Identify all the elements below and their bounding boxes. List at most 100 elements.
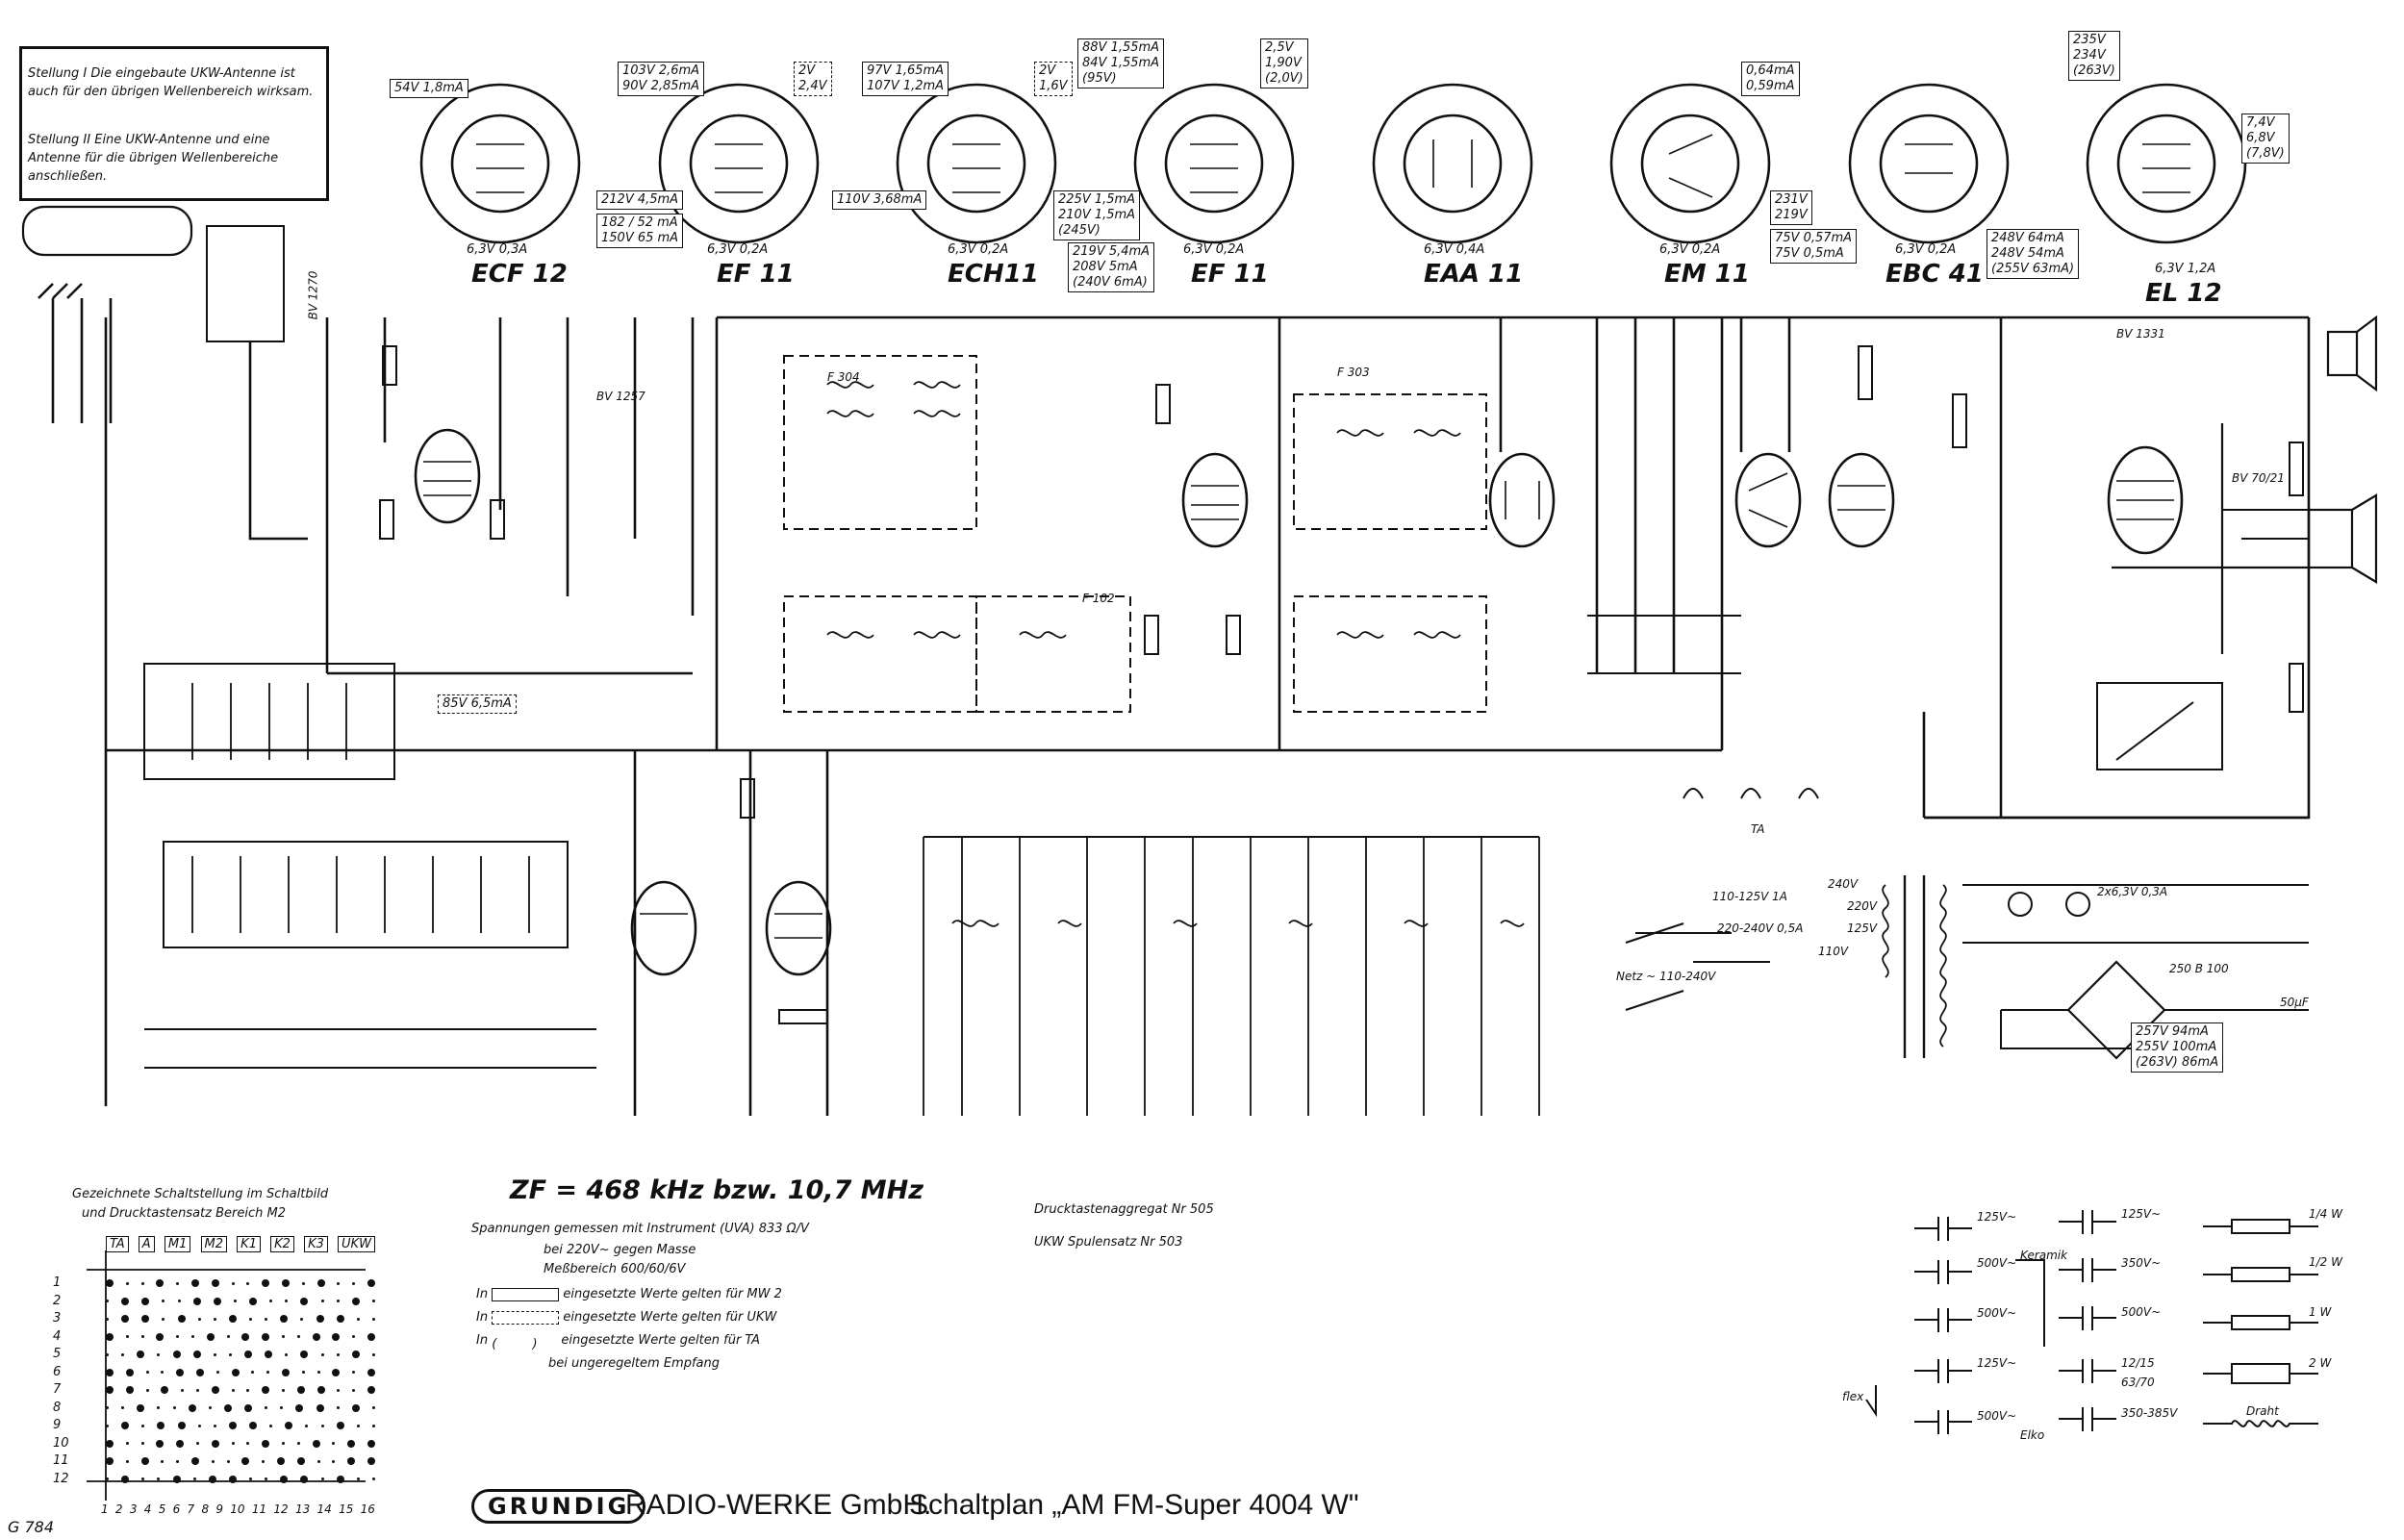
switch-contact-dot bbox=[281, 1442, 285, 1446]
switch-contact-dot bbox=[367, 1368, 375, 1376]
switch-contact-dot bbox=[231, 1368, 240, 1376]
key-cap-125v-1: 125V~ bbox=[1977, 1210, 2017, 1224]
switch-bottom-number: 7 bbox=[187, 1502, 195, 1516]
switch-contact-dot bbox=[296, 1457, 305, 1466]
switch-row-number: 10 bbox=[53, 1435, 69, 1451]
switch-contact-dot bbox=[211, 1279, 219, 1288]
switch-contact-dot bbox=[156, 1279, 164, 1288]
tube-ecf12-lower-symbol bbox=[630, 880, 697, 976]
switch-contact-dot bbox=[352, 1371, 356, 1375]
switch-contact-dot bbox=[336, 1300, 340, 1303]
switch-contact-dot bbox=[280, 1475, 289, 1483]
tube-eaa11-symbol bbox=[1488, 452, 1556, 548]
switch-contact-dot bbox=[347, 1457, 356, 1466]
switch-row-number: 7 bbox=[53, 1382, 62, 1397]
tube-socket-ef11-1 bbox=[658, 83, 820, 244]
switch-column-header: A bbox=[138, 1236, 155, 1252]
tube-socket-em11 bbox=[1609, 83, 1771, 244]
switch-contact-dot bbox=[300, 1317, 304, 1321]
switch-contact-dot bbox=[106, 1317, 109, 1321]
switch-contact-dot bbox=[208, 1406, 212, 1410]
key-elko-3: 350-385V bbox=[2121, 1406, 2178, 1420]
switch-contact-dot bbox=[188, 1403, 196, 1412]
switch-row-number: 2 bbox=[53, 1293, 62, 1308]
switch-contact-dot bbox=[336, 1475, 344, 1483]
switch-bottom-number: 10 bbox=[230, 1502, 245, 1516]
switch-contact-dot bbox=[208, 1475, 216, 1483]
switch-contact-dot bbox=[266, 1371, 270, 1375]
switch-contact-dot bbox=[300, 1351, 309, 1359]
switch-contact-dot bbox=[300, 1475, 309, 1483]
lamp-rating: 2x6,3V 0,3A bbox=[2097, 885, 2168, 898]
switch-contact-dot bbox=[352, 1281, 356, 1285]
key-wire-label: Draht bbox=[2246, 1404, 2279, 1418]
switch-contact-dot bbox=[356, 1477, 360, 1481]
switch-contact-dot bbox=[336, 1352, 340, 1356]
switch-row-contacts bbox=[106, 1471, 375, 1489]
switch-contact-dot bbox=[249, 1477, 252, 1481]
switch-contact-dot bbox=[316, 1371, 320, 1375]
tube-socket-eaa11 bbox=[1372, 83, 1533, 244]
switch-bottom-number: 4 bbox=[143, 1502, 152, 1516]
switch-contact-dot bbox=[106, 1457, 114, 1466]
switch-contact-dot bbox=[176, 1281, 180, 1285]
ta-label: TA bbox=[1751, 822, 1765, 836]
switch-contact-dot bbox=[316, 1279, 325, 1288]
rectifier-bridge bbox=[2066, 960, 2166, 1060]
switch-bottom-number: 12 bbox=[273, 1502, 289, 1516]
filter-label-f303: F 303 bbox=[1337, 366, 1370, 379]
mains-110v: 110V bbox=[1818, 945, 1849, 958]
tube-label-ech11: ECH11 bbox=[948, 260, 1039, 289]
switch-contact-dot bbox=[121, 1315, 130, 1324]
switch-contact-dot bbox=[337, 1281, 341, 1285]
switch-row-contacts bbox=[106, 1435, 375, 1453]
mains-tap-1: 110-125V 1A bbox=[1712, 890, 1788, 903]
key-cap-r-500v: 500V~ bbox=[2121, 1305, 2162, 1319]
switch-contact-dot bbox=[352, 1335, 356, 1339]
switch-contact-dot bbox=[320, 1352, 324, 1356]
switch-column-header: K1 bbox=[237, 1236, 261, 1252]
switch-contact-dot bbox=[125, 1386, 134, 1395]
switch-contact-dot bbox=[213, 1424, 216, 1427]
switch-contact-dot bbox=[156, 1439, 164, 1448]
speaker-main bbox=[2307, 493, 2378, 584]
switch-contact-dot bbox=[231, 1388, 235, 1392]
switch-contact-dot bbox=[106, 1300, 109, 1303]
switch-contact-dot bbox=[316, 1386, 325, 1395]
filter-label-f102: F 102 bbox=[1082, 592, 1115, 605]
switch-contact-dot bbox=[223, 1403, 232, 1412]
switch-contact-dot bbox=[296, 1386, 305, 1395]
switch-contact-dot bbox=[157, 1352, 161, 1356]
filter-label-f304: F 304 bbox=[827, 370, 860, 384]
switch-contact-dot bbox=[162, 1300, 165, 1303]
switch-contact-dot bbox=[140, 1442, 144, 1446]
switch-contact-dot bbox=[190, 1457, 199, 1466]
tube-label-el12: EL 12 bbox=[2145, 279, 2222, 308]
zf-headline: ZF = 468 kHz bzw. 10,7 MHz bbox=[510, 1175, 924, 1205]
zf-measure-2: bei 220V~ gegen Masse bbox=[544, 1243, 696, 1257]
if-filter-bv1284 bbox=[783, 595, 977, 713]
rectifier-label: 250 B 100 bbox=[2169, 962, 2229, 975]
switch-contact-dot bbox=[244, 1403, 252, 1412]
switch-contact-dot bbox=[176, 1368, 185, 1376]
switch-contact-dot bbox=[211, 1386, 219, 1395]
key-cap-500v-2: 500V~ bbox=[1977, 1306, 2017, 1320]
switch-row-contacts bbox=[106, 1417, 375, 1435]
switch-contact-dot bbox=[265, 1351, 273, 1359]
switch-contact-dot bbox=[262, 1332, 270, 1341]
switch-contact-dot bbox=[137, 1403, 145, 1412]
switch-row-contacts bbox=[106, 1310, 375, 1328]
switch-contact-dot bbox=[141, 1477, 145, 1481]
switch-contact-dot bbox=[192, 1351, 201, 1359]
switch-contact-dot bbox=[367, 1386, 375, 1395]
mains-125v: 125V bbox=[1847, 921, 1878, 935]
